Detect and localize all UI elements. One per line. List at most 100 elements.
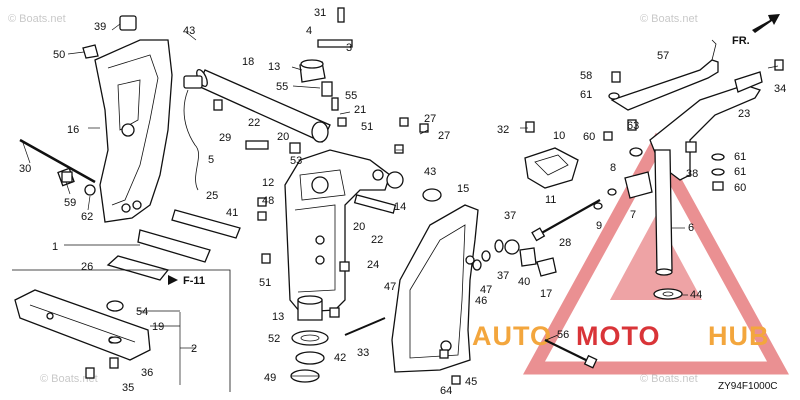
callout-55b: 55 — [345, 90, 357, 102]
left-stern-bracket — [94, 39, 173, 223]
watermark-bottom-left: © Boats.net — [40, 373, 98, 385]
bracket-arm-23 — [649, 71, 763, 181]
callout-37a: 37 — [504, 210, 516, 222]
callout-61a: 61 — [580, 89, 592, 101]
brand-text-middle: MOTO — [576, 321, 661, 351]
callout-53: 53 — [290, 155, 302, 167]
lower-plate-19 — [14, 289, 151, 361]
callout-50: 50 — [53, 49, 65, 61]
front-direction-label: FR. — [732, 35, 750, 47]
callout-1: 1 — [52, 241, 58, 253]
callout-49: 49 — [264, 372, 276, 384]
callout-22b: 22 — [371, 234, 383, 246]
callout-41: 41 — [226, 207, 238, 219]
callout-22a: 22 — [248, 117, 260, 129]
callout-4: 4 — [306, 25, 312, 37]
callout-43b: 43 — [424, 166, 436, 178]
reference-arrow-icon — [168, 275, 178, 285]
callout-28: 28 — [559, 237, 571, 249]
callout-61c: 61 — [734, 166, 746, 178]
callout-35: 35 — [122, 382, 134, 394]
callout-2: 2 — [191, 343, 197, 355]
front-direction-arrow: FR. — [732, 14, 780, 47]
callout-17: 17 — [540, 288, 552, 300]
callout-20b: 20 — [353, 221, 365, 233]
plate-10 — [524, 147, 579, 189]
callout-42: 42 — [334, 352, 346, 364]
watermark-top-right: © Boats.net — [640, 13, 698, 25]
callout-46: 46 — [475, 295, 487, 307]
arrow-icon — [752, 14, 780, 33]
watermark-bottom-right: © Boats.net — [640, 373, 698, 385]
callout-64: 64 — [440, 385, 452, 397]
callout-25: 25 — [206, 190, 218, 202]
callout-51b: 51 — [259, 277, 271, 289]
lower-bushings — [290, 295, 329, 383]
callout-60b: 60 — [734, 182, 746, 194]
callout-7: 7 — [630, 209, 636, 221]
callout-54: 54 — [136, 306, 148, 318]
anode-plate-1 — [106, 229, 211, 281]
callout-23: 23 — [738, 108, 750, 120]
callout-32: 32 — [497, 124, 509, 136]
callout-52: 52 — [268, 333, 280, 345]
callout-57: 57 — [657, 50, 669, 62]
callout-45: 45 — [465, 376, 477, 388]
collar-7 — [624, 171, 653, 199]
callout-8: 8 — [610, 162, 616, 174]
callout-27a: 27 — [424, 113, 436, 125]
watermark-top-left: © Boats.net — [8, 13, 66, 25]
brand-text-right: HUB — [708, 321, 770, 351]
tilt-rod-6 — [654, 149, 673, 276]
callout-20a: 20 — [277, 131, 289, 143]
callout-39: 39 — [94, 21, 106, 33]
callout-47a: 47 — [480, 284, 492, 296]
callout-24: 24 — [367, 259, 379, 271]
callout-labels: 1 2 3 4 5 6 7 8 9 10 11 12 13 13 14 15 1… — [19, 7, 786, 397]
callout-43a: 43 — [183, 25, 195, 37]
section-dividers — [12, 269, 231, 392]
callout-56: 56 — [557, 329, 569, 341]
bolt-56 — [544, 339, 598, 369]
callout-11: 11 — [545, 194, 556, 206]
callout-36: 36 — [141, 367, 153, 379]
swivel-case — [284, 149, 391, 313]
bolt-30 — [19, 138, 96, 187]
callout-19: 19 — [152, 321, 164, 333]
leader-lines — [21, 23, 779, 385]
callout-61b: 61 — [734, 151, 746, 163]
callout-21: 21 — [354, 104, 366, 116]
diagram-code: ZY94F1000C — [718, 381, 777, 392]
callout-10: 10 — [553, 130, 565, 142]
rod-25 — [171, 209, 241, 239]
brand-inner-triangle-icon — [610, 215, 702, 300]
callout-3: 3 — [346, 42, 352, 54]
brand-logo: AUTO MOTO HUB — [472, 132, 789, 375]
callout-29: 29 — [219, 132, 231, 144]
callout-15: 15 — [457, 183, 469, 195]
callout-16: 16 — [67, 124, 79, 136]
callout-59: 59 — [64, 197, 76, 209]
callout-37b: 37 — [497, 270, 509, 282]
brand-text-left: AUTO — [472, 321, 552, 351]
small-hardware — [61, 7, 784, 385]
washer-44 — [653, 288, 683, 300]
callout-9: 9 — [596, 220, 602, 232]
callout-63: 63 — [627, 120, 639, 132]
reference-arrow: F-11 — [168, 275, 205, 287]
callout-30: 30 — [19, 163, 31, 175]
callout-40: 40 — [518, 276, 530, 288]
callout-14: 14 — [394, 201, 406, 213]
callout-48: 48 — [262, 195, 274, 207]
callout-5: 5 — [208, 154, 214, 166]
callout-62: 62 — [81, 211, 93, 223]
callout-18: 18 — [242, 56, 254, 68]
callout-60a: 60 — [583, 131, 595, 143]
bolt-33 — [344, 317, 386, 336]
callout-38: 38 — [686, 168, 698, 180]
callout-44: 44 — [690, 289, 702, 301]
callout-33: 33 — [357, 347, 369, 359]
callout-27b: 27 — [438, 130, 450, 142]
callout-13a: 13 — [268, 61, 280, 73]
callout-58: 58 — [580, 70, 592, 82]
